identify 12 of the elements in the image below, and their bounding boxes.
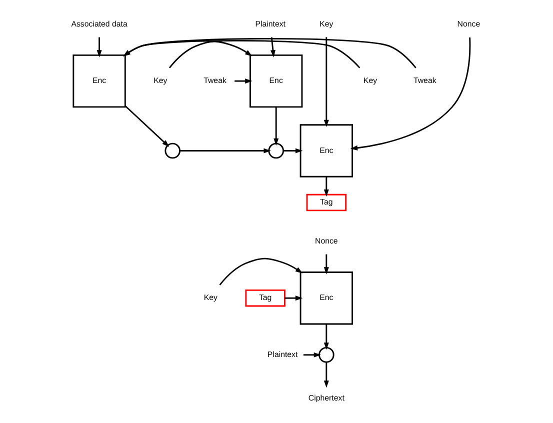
node-text: Key [319,19,333,28]
node-text: Plaintext [254,19,285,28]
node-text: Tweak [203,76,226,86]
node-text: Associated data [70,19,127,28]
node-text: Nonce [314,236,338,246]
node-text: Key [203,293,217,302]
node-text: Nonce [456,19,480,28]
node-text: Plaintext [266,350,298,359]
node-text: Key [362,76,377,86]
node-text: Tweak [412,76,436,86]
node-text: Key [153,76,167,86]
node-text: Ciphertext [308,394,344,403]
